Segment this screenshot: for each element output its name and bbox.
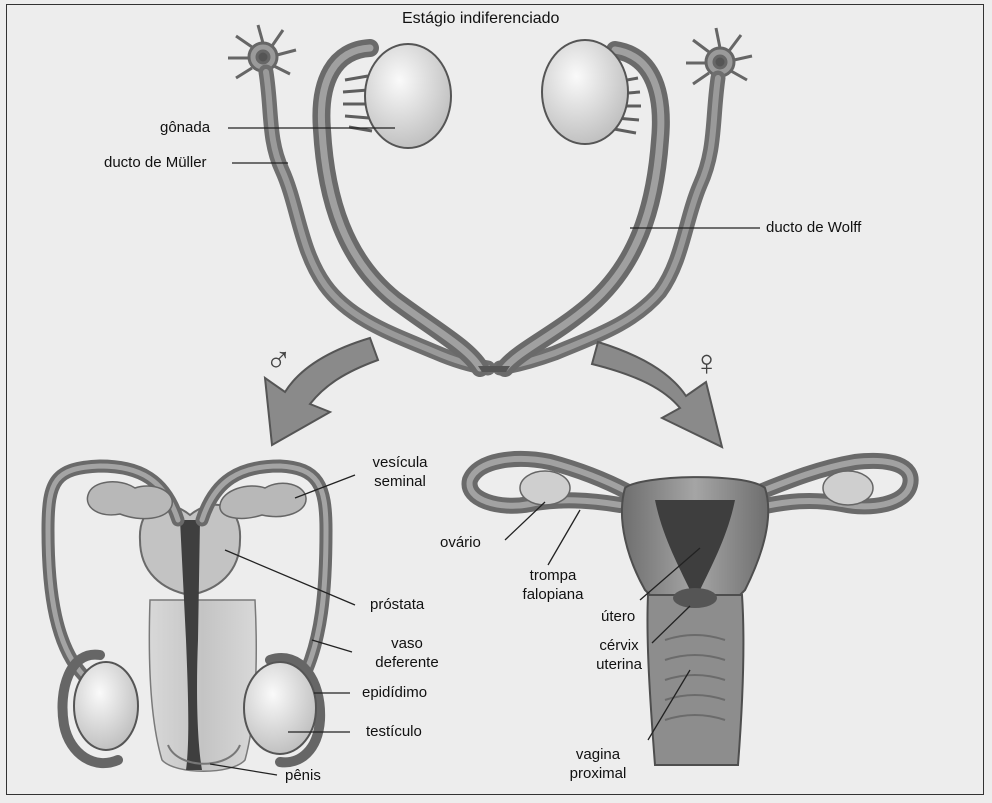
- vagina: [646, 594, 745, 766]
- fimbria-left: [228, 24, 297, 80]
- label-penis: pênis: [285, 767, 321, 784]
- testis-right: [243, 661, 317, 755]
- label-cervix-uterina: cérvix uterina: [574, 636, 664, 674]
- gonad-right: [541, 39, 629, 145]
- leader-lines: [209, 127, 760, 776]
- gonad-left: [364, 43, 452, 149]
- label-vagina-proximal: vagina proximal: [548, 745, 648, 783]
- label-vagina-line1: vagina: [575, 746, 621, 763]
- label-vesicula-line2: seminal: [374, 473, 426, 490]
- diagram-frame: [6, 4, 984, 795]
- label-vaso-line2: deferente: [375, 654, 439, 671]
- label-gonada: gônada: [160, 119, 211, 136]
- label-trompa-line2: falopiana: [522, 586, 584, 603]
- epididymis-right: [265, 653, 326, 768]
- label-vaso-deferente: vaso deferente: [362, 634, 452, 672]
- label-ovario: ovário: [440, 534, 481, 551]
- seminal-vesicle-right: [219, 482, 307, 520]
- epididymis-left: [57, 649, 123, 769]
- label-trompa-falopiana: trompa falopiana: [508, 566, 598, 604]
- arrow-to-male: [263, 336, 380, 447]
- label-vagina-line2: proximal: [569, 765, 627, 782]
- label-ducto-wolff: ducto de Wolff: [766, 219, 862, 236]
- indifferent-stage: [228, 24, 753, 377]
- ovary-right: [822, 470, 874, 506]
- penis-body: [148, 599, 257, 772]
- diagram-title: Estágio indiferenciado: [402, 10, 560, 27]
- arrow-to-female: [590, 340, 724, 449]
- label-utero: útero: [601, 608, 636, 625]
- urethra: [180, 520, 202, 770]
- label-cervix-line2: uterina: [596, 656, 642, 673]
- label-epididimo: epidídimo: [362, 684, 428, 701]
- label-prostata: próstata: [370, 596, 425, 613]
- female-system: [461, 451, 919, 766]
- ovary-left: [519, 470, 571, 506]
- label-vaso-line1: vaso: [391, 635, 423, 652]
- label-vesicula-line1: vesícula: [372, 454, 428, 471]
- label-trompa-line1: trompa: [529, 567, 577, 584]
- testis-left: [73, 661, 139, 751]
- label-cervix-line1: cérvix: [599, 637, 639, 654]
- uterine-cavity: [655, 500, 735, 590]
- seminal-vesicle-left: [86, 481, 173, 520]
- urogenital-sinus: [478, 366, 510, 372]
- female-symbol: ♀: [693, 342, 720, 383]
- vaginal-rugae: [664, 634, 726, 721]
- fimbria-right: [686, 27, 753, 86]
- mesonephric-tubules-left: [342, 74, 373, 133]
- label-testiculo: testículo: [366, 723, 422, 740]
- male-symbol: ♂: [265, 339, 292, 380]
- cervix: [673, 588, 717, 608]
- male-system: [41, 459, 333, 772]
- label-ducto-muller: ducto de Müller: [104, 154, 207, 171]
- label-vesicula-seminal: vesícula seminal: [360, 453, 440, 491]
